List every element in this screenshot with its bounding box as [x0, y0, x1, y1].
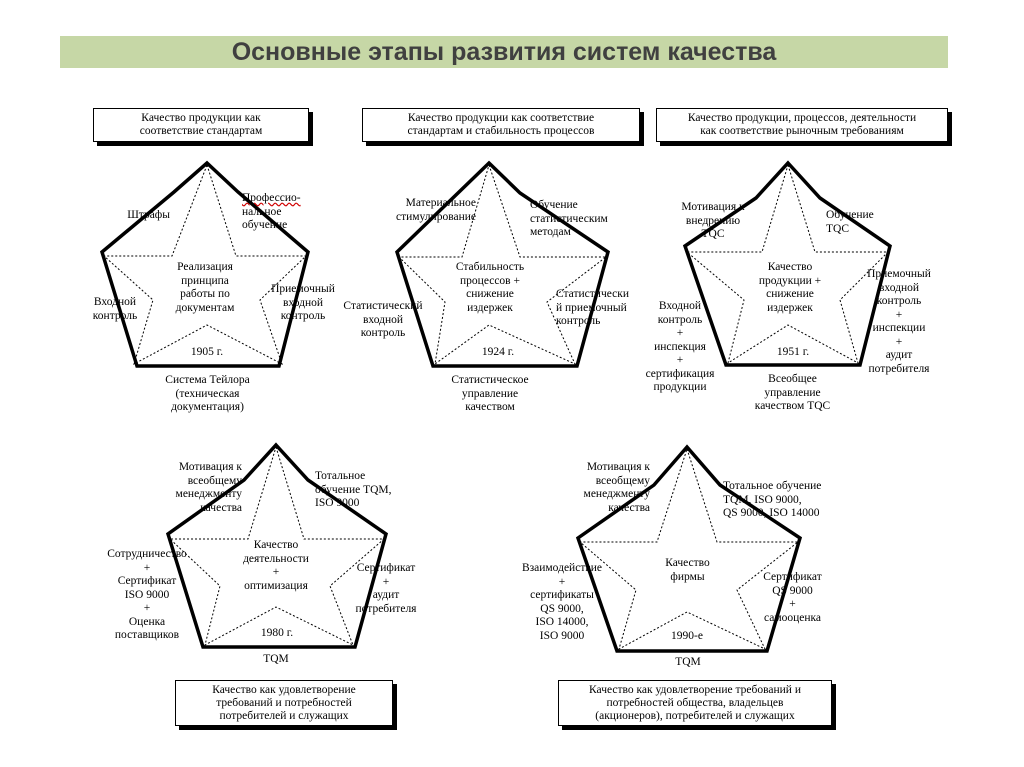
bottom-label-stage-5: TQM: [675, 656, 701, 668]
top-right-label-stage-4: Тотальное обучение TQM, ISO 9000: [315, 470, 392, 509]
header-box-stage-3: Качество продукции, процессов, деятельно…: [656, 108, 948, 142]
year-label-stage-1: 1905 г.: [190, 346, 224, 358]
top-left-label-stage-5: Мотивация к всеобщему менеджменту качест…: [583, 461, 650, 514]
left-label-stage-1: Входной контроль: [92, 296, 138, 322]
header-text-stage-4: Качество как удовлетворение требований и…: [212, 683, 356, 722]
top-left-label-stage-4: Мотивация к всеобщему менеджменту качест…: [175, 461, 242, 514]
top-left-label-stage-2: Материальное стимулирование: [396, 197, 476, 223]
star-stage-2: [395, 160, 611, 368]
header-text-stage-3: Качество продукции, процессов, деятельно…: [687, 112, 917, 137]
top-right-label-stage-1-b: нальное обучение: [242, 205, 288, 232]
left-label-stage-2: Статистический входной контроль: [343, 300, 423, 339]
top-right-label-stage-5: Тотальное обучение TQM, ISO 9000, QS 900…: [723, 480, 822, 519]
header-box-stage-1: Качество продукции как соответствие стан…: [93, 108, 309, 142]
top-left-label-stage-1: Штрафы: [127, 209, 170, 221]
top-right-label-stage-2: Обучение статистическим методам: [530, 199, 608, 238]
header-text-stage-5: Качество как удовлетворение требований и…: [589, 683, 801, 722]
left-label-stage-3: Входной контроль + инспекция + сертифика…: [645, 300, 715, 393]
right-label-stage-4: Сертификат + аудит потребителя: [355, 562, 417, 615]
page-title: Основные этапы развития систем качества: [231, 38, 777, 66]
header-text-stage-1: Качество продукции как соответствие стан…: [139, 112, 263, 137]
center-label-stage-1: Реализация принципа работы по документам: [175, 261, 235, 314]
center-label-stage-3: Качество продукции + снижение издержек: [758, 261, 822, 314]
left-label-stage-5: Взаимодействие + сертификаты QS 9000, IS…: [521, 562, 603, 642]
star-stage-3: [682, 160, 892, 367]
bottom-label-stage-2: Статистическое управление качеством: [451, 374, 529, 413]
title-bar: [60, 36, 948, 68]
center-label-stage-5: Качество фирмы: [665, 557, 710, 583]
bottom-label-stage-3: Всеобщее управление качеством TQC: [754, 373, 831, 412]
center-label-stage-4: Качество деятельности + оптимизация: [243, 539, 309, 592]
center-label-stage-2: Стабильность процессов + снижение издерж…: [455, 261, 525, 314]
bottom-label-stage-4: TQM: [263, 653, 289, 665]
right-label-stage-1: Приемочный входной контроль: [271, 283, 335, 322]
header-box-stage-5: Качество как удовлетворение требований и…: [558, 680, 832, 726]
header-box-stage-2: Качество продукции как соответствие стан…: [362, 108, 640, 142]
header-text-stage-2: Качество продукции как соответствие стан…: [407, 112, 595, 137]
star-stage-1: [99, 160, 310, 368]
star-stage-4: [165, 442, 389, 649]
year-label-stage-2: 1924 г.: [481, 346, 515, 358]
year-label-stage-4: 1980 г.: [260, 627, 294, 639]
year-label-stage-3: 1951 г.: [776, 346, 810, 358]
top-left-label-stage-3: Мотивация к внедрению TQC: [681, 201, 745, 240]
top-right-label-stage-1-a: Профессио-: [242, 192, 301, 204]
right-label-stage-2: Статистически й приемочный контроль: [556, 288, 629, 327]
left-label-stage-4: Сотрудничество + Сертификат ISO 9000 + О…: [107, 548, 187, 641]
header-box-stage-4: Качество как удовлетворение требований и…: [175, 680, 393, 726]
right-label-stage-3: Приемочный входной контроль + инспекции …: [867, 268, 931, 375]
star-stage-5: [575, 444, 803, 653]
top-right-label-stage-3: Обучение TQC: [826, 209, 874, 235]
bottom-label-stage-1: Система Тейлора (техническая документаци…: [165, 374, 250, 413]
year-label-stage-5: 1990-е: [671, 630, 703, 642]
top-right-label-stage-1: Профессио-нальное обучение: [242, 192, 322, 233]
right-label-stage-5: Сертификат QS 9000 + самооценка: [763, 571, 822, 624]
